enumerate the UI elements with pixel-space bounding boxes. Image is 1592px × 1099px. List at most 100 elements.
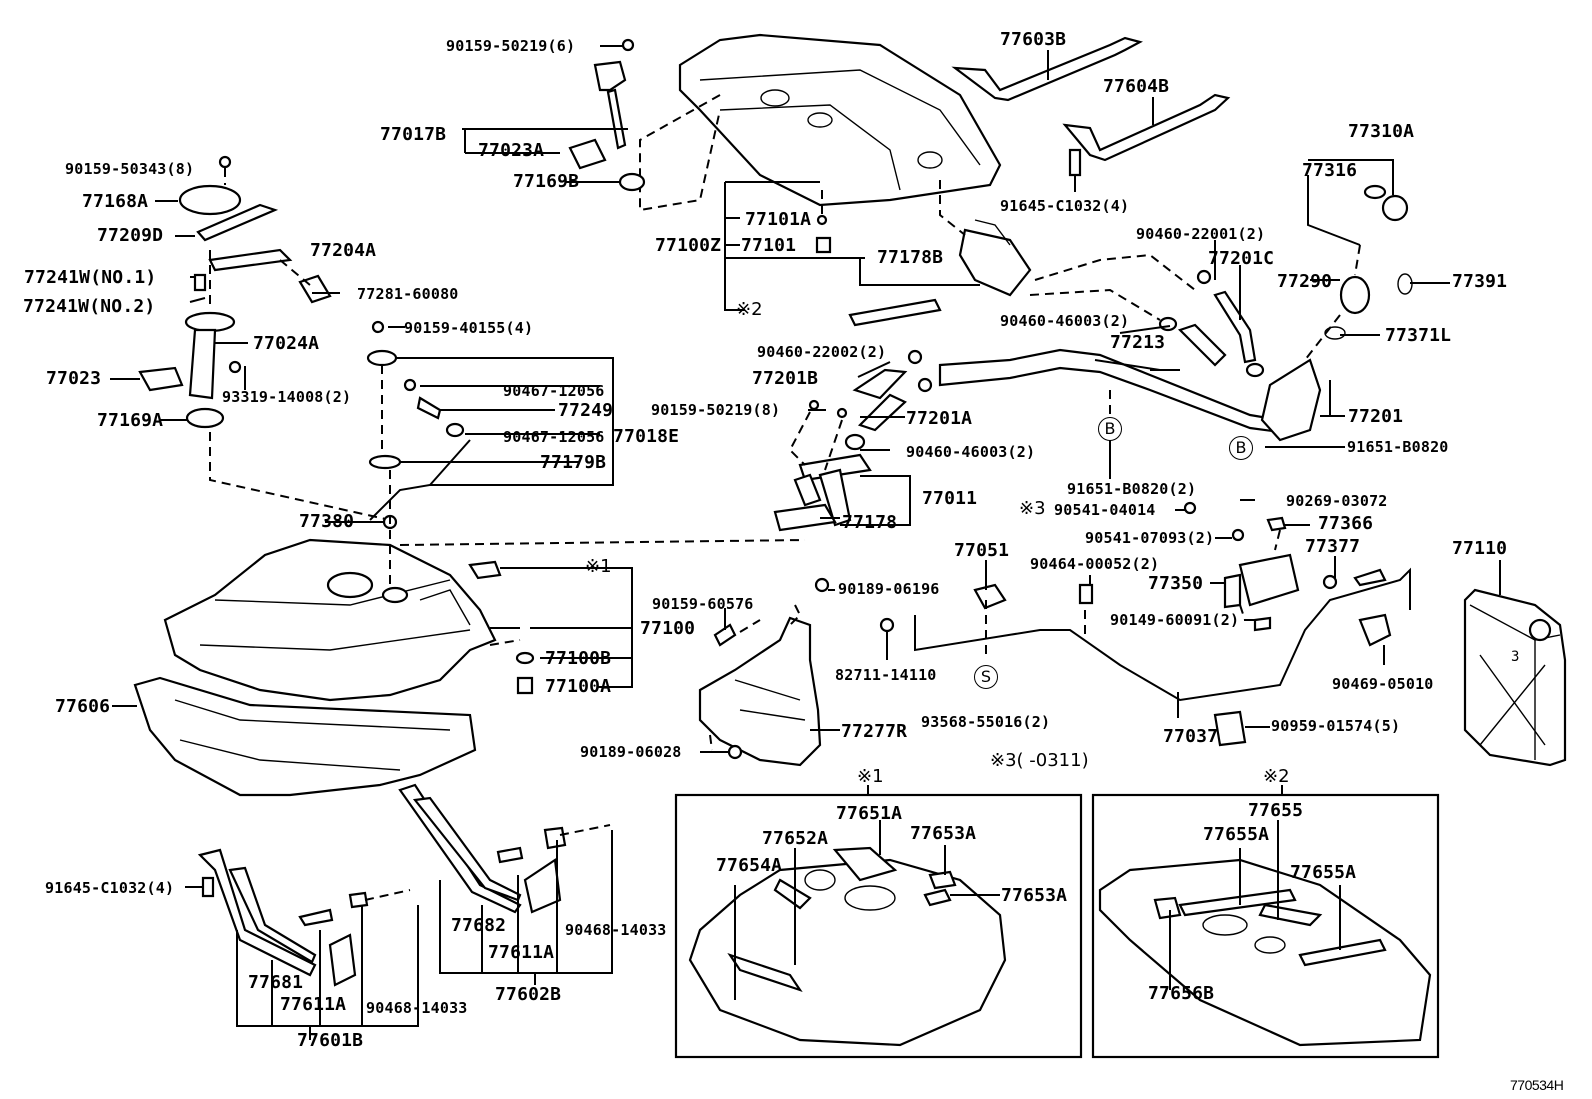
label-77168A: 77168A [82, 191, 149, 212]
label-77018E: 77018E [613, 426, 680, 447]
label-77606: 77606 [55, 696, 111, 717]
tank-straps-upper [951, 36, 1231, 162]
label-90541-04014: 90541-04014 [1054, 501, 1156, 519]
inset-2-tank [1098, 858, 1432, 1047]
label-91651-B0820-2: 91651-B0820(2) [1067, 480, 1197, 498]
label-90159-50219-8: 90159-50219(8) [651, 401, 781, 419]
label-77391: 77391 [1452, 271, 1508, 292]
label-77241W-no2: 77241W(NO.2) [23, 296, 156, 317]
label-90159-50219-6: 90159-50219(6) [446, 37, 576, 55]
label-90460-22002: 90460-22002(2) [757, 343, 887, 361]
label-93319-14008: 93319-14008(2) [222, 388, 352, 406]
label-82711-14110: 82711-14110 [835, 666, 937, 684]
label-77371L: 77371L [1385, 325, 1452, 346]
filler-hoses [773, 349, 933, 532]
label-77281-60080: 77281-60080 [357, 285, 459, 303]
label-77100A: 77100A [545, 676, 612, 697]
label-77017B: 77017B [380, 124, 447, 145]
label-77110: 77110 [1452, 538, 1508, 559]
fuel-sender-left [138, 155, 332, 429]
label-77101A: 77101A [745, 209, 812, 230]
label-90460-22001: 90460-22001(2) [1136, 225, 1266, 243]
label-90149-60091: 90149-60091(2) [1110, 611, 1240, 629]
label-77023A: 77023A [478, 140, 545, 161]
label-90959-01574: 90959-01574(5) [1271, 717, 1401, 735]
label-77316: 77316 [1302, 160, 1358, 181]
mark-b-upper: B [1098, 417, 1122, 441]
label-91651-B0820: 91651-B0820 [1347, 438, 1449, 456]
label-77652A: 77652A [762, 828, 829, 849]
label-77100B: 77100B [545, 648, 612, 669]
inset-2-title: ※2 [1263, 766, 1290, 787]
label-77241W-no1: 77241W(NO.1) [24, 267, 157, 288]
label-77611A-b: 77611A [488, 942, 555, 963]
label-90468-14033-b: 90468-14033 [565, 921, 667, 939]
inset-1-frame [674, 793, 1083, 1059]
label-77655: 77655 [1248, 800, 1304, 821]
fuel-pump-bracket [958, 219, 1032, 297]
label-77681: 77681 [248, 972, 304, 993]
label-77655A-b: 77655A [1290, 862, 1357, 883]
label-91645-C1032-bot: 91645-C1032(4) [45, 879, 175, 897]
filler-pipe [938, 184, 1413, 442]
main-fuel-tank [163, 538, 502, 702]
label-77602B: 77602B [495, 984, 562, 1005]
label-77201C: 77201C [1208, 248, 1275, 269]
label-77024A: 77024A [253, 333, 320, 354]
label-90467-12056-b: 90467-12056 [503, 428, 605, 446]
label-77651A: 77651A [836, 803, 903, 824]
label-77604B: 77604B [1103, 76, 1170, 97]
label-77654A: 77654A [716, 855, 783, 876]
label-77100Z: 77100Z [655, 235, 722, 256]
label-90159-60576: 90159-60576 [652, 595, 754, 613]
inset-2-frame [1091, 793, 1440, 1059]
note-3-range: ※3( -0311) [990, 750, 1089, 771]
reference-code: 770534H [1510, 1077, 1564, 1093]
fuel-sender-upper [568, 38, 646, 192]
label-90159-40155: 90159-40155(4) [404, 319, 534, 337]
label-77051: 77051 [954, 540, 1010, 561]
note-3-marker: ※3 [1019, 498, 1046, 519]
inset-1-tank [688, 846, 1007, 1047]
label-90467-12056-a: 90467-12056 [503, 382, 605, 400]
label-77655A-a: 77655A [1203, 824, 1270, 845]
label-77682: 77682 [451, 915, 507, 936]
label-77201: 77201 [1348, 406, 1404, 427]
jerry-can-77110 [1463, 588, 1567, 767]
note-1-reference: ※1 [585, 556, 612, 577]
guide-line [639, 94, 721, 212]
label-90541-07093: 90541-07093(2) [1085, 529, 1215, 547]
jerry-can-mark: 3 [1511, 649, 1520, 665]
label-77101: 77101 [741, 235, 797, 256]
label-90269-03072: 90269-03072 [1286, 492, 1388, 510]
label-90189-06028: 90189-06028 [580, 743, 682, 761]
label-90464-00052: 90464-00052(2) [1030, 555, 1160, 573]
mark-b-right: B [1229, 436, 1253, 460]
label-77377: 77377 [1305, 536, 1361, 557]
label-77178B: 77178B [877, 247, 944, 268]
label-77201A: 77201A [906, 408, 973, 429]
label-77603B: 77603B [1000, 29, 1067, 50]
label-77380: 77380 [299, 511, 355, 532]
label-77011: 77011 [922, 488, 978, 509]
label-77201B: 77201B [752, 368, 819, 389]
inset-1-title: ※1 [857, 766, 884, 787]
label-77209D: 77209D [97, 225, 164, 246]
label-77656B: 77656B [1148, 983, 1215, 1004]
note-2-reference: ※2 [736, 299, 763, 320]
label-77213: 77213 [1110, 332, 1166, 353]
label-77290: 77290 [1277, 271, 1333, 292]
label-77310A: 77310A [1348, 121, 1415, 142]
label-77023: 77023 [46, 368, 102, 389]
upper-fuel-tank [678, 33, 1002, 207]
label-77653A-a: 77653A [910, 823, 977, 844]
vent-tube-assy [366, 320, 471, 530]
label-77179B: 77179B [540, 452, 607, 473]
fuel-tube [879, 501, 1411, 747]
label-77277R: 77277R [841, 721, 908, 742]
tank-protector [133, 676, 477, 797]
label-93568-55016: 93568-55016(2) [921, 713, 1051, 731]
label-90189-06196: 90189-06196 [838, 580, 940, 598]
label-77178: 77178 [842, 512, 898, 533]
